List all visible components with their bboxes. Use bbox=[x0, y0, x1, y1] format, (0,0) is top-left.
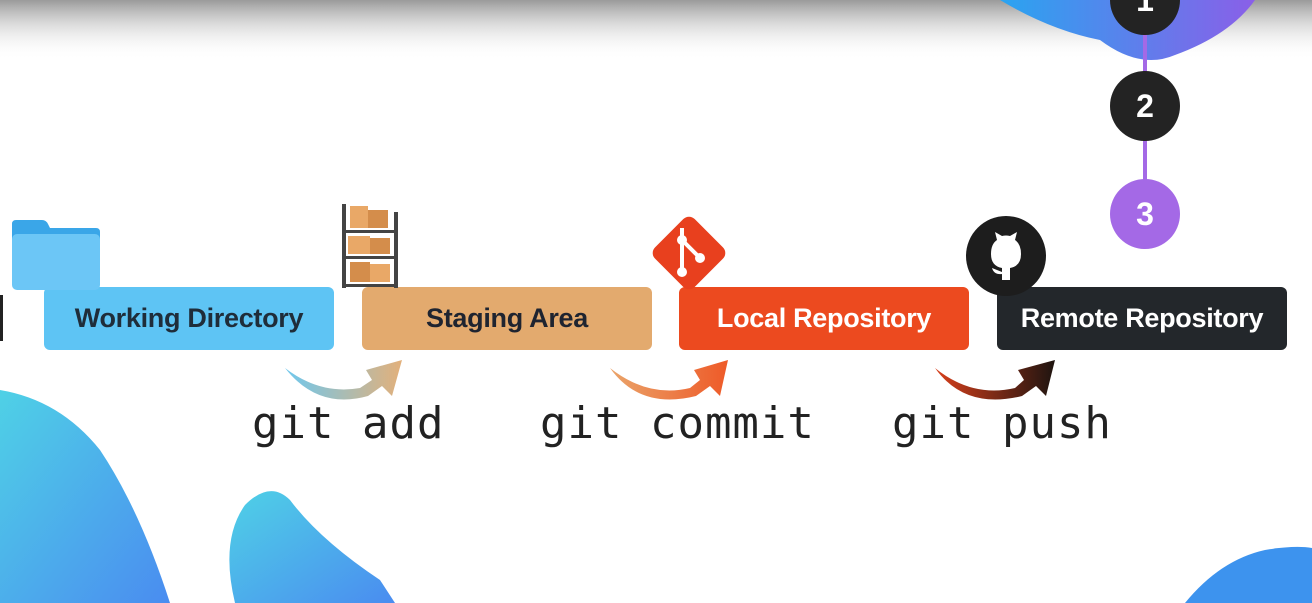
shelves-icon bbox=[342, 204, 398, 288]
git-push-command: git push bbox=[892, 398, 1112, 449]
git-logo-icon bbox=[652, 216, 726, 290]
step-3-circle: 3 bbox=[1110, 179, 1180, 249]
local-repository-box: Local Repository bbox=[679, 287, 969, 350]
local-repository-label: Local Repository bbox=[716, 303, 932, 333]
remote-repository-label: Remote Repository bbox=[1020, 303, 1264, 333]
step-2-label: 2 bbox=[1136, 87, 1154, 124]
git-commit-command: git commit bbox=[540, 398, 815, 449]
folder-icon bbox=[12, 220, 100, 290]
left-edge-mark bbox=[0, 295, 3, 341]
staging-area-label: Staging Area bbox=[426, 303, 588, 333]
working-directory-box: Working Directory bbox=[44, 287, 334, 350]
staging-area-box: Staging Area bbox=[362, 287, 652, 350]
git-add-command: git add bbox=[252, 398, 445, 449]
working-directory-label: Working Directory bbox=[74, 303, 304, 333]
github-logo-icon bbox=[966, 216, 1046, 296]
step-1-label: 1 bbox=[1136, 0, 1154, 19]
step-2-circle: 2 bbox=[1110, 71, 1180, 141]
step-3-label: 3 bbox=[1136, 195, 1154, 232]
remote-repository-box: Remote Repository bbox=[997, 287, 1287, 350]
